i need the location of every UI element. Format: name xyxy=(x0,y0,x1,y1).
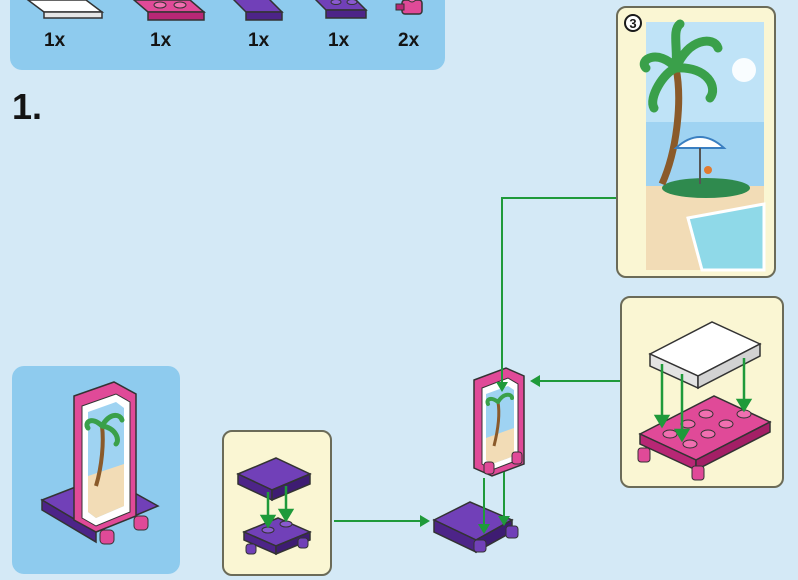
assembly-arrows xyxy=(334,197,620,526)
part-quantity-5: 2x xyxy=(398,30,420,51)
completed-stand-model xyxy=(40,381,160,545)
purple-slope-part xyxy=(232,0,284,21)
base-assembly xyxy=(432,501,519,554)
magenta-clip-part xyxy=(395,0,423,15)
part-quantity-1: 1x xyxy=(44,30,66,51)
part-quantity-3: 1x xyxy=(248,30,270,51)
step-number: 1. xyxy=(12,86,43,127)
tile-on-plate-diagram xyxy=(637,321,772,481)
sticker-number-badge: 3 xyxy=(624,14,642,32)
beach-sticker xyxy=(639,19,766,272)
part-quantity-4: 1x xyxy=(328,30,350,51)
parts-list-panel: 1x 1x 1x 1x 2x xyxy=(10,0,445,70)
upright-panel-assembly xyxy=(473,367,525,477)
purple-clip-plate-part xyxy=(314,0,368,19)
arrow-heads xyxy=(420,375,540,534)
parts-list-bricks xyxy=(26,0,423,21)
slope-plate-callout xyxy=(222,430,332,576)
slope-on-plate-diagram xyxy=(236,457,312,556)
magenta-plate-part xyxy=(132,0,207,21)
white-tile-part xyxy=(26,0,105,19)
tile-plate-callout xyxy=(620,296,784,488)
part-quantity-2: 1x xyxy=(150,30,172,51)
sticker-callout: 3 xyxy=(616,6,776,278)
completed-model-preview xyxy=(12,366,180,574)
